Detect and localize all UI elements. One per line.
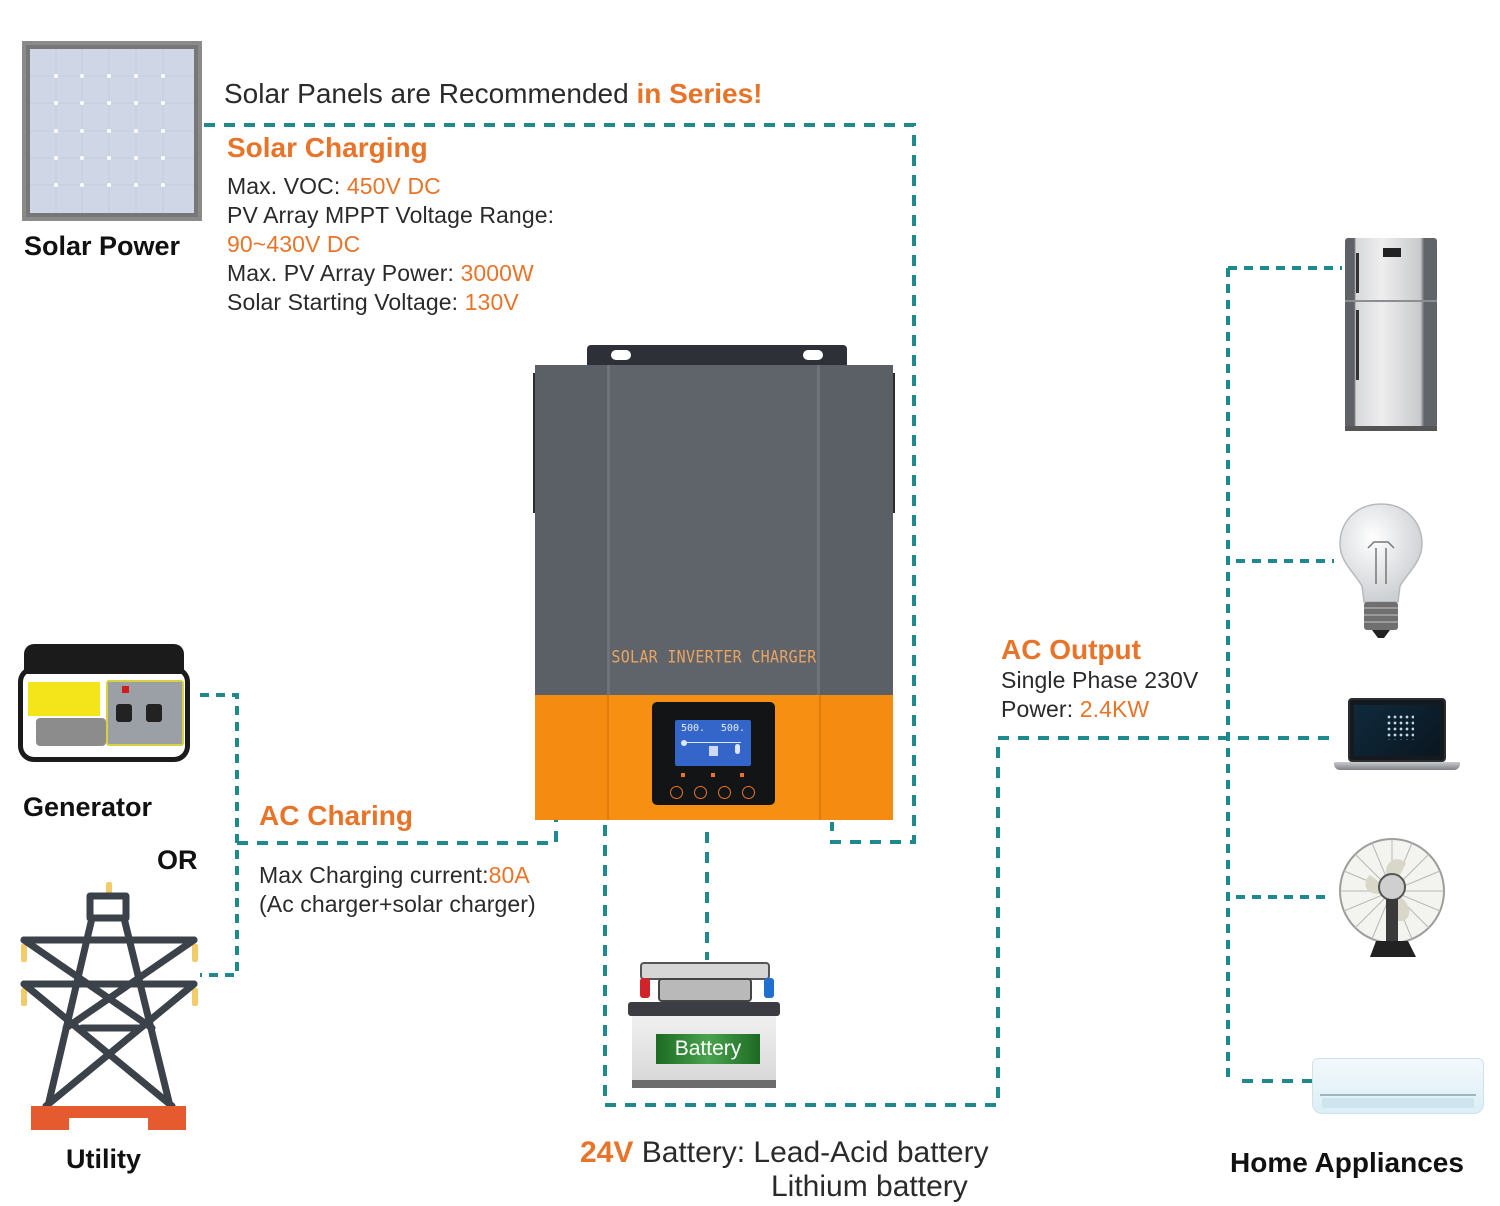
down-button[interactable] [718, 786, 731, 799]
ac-output-specs: Single Phase 230V Power: 2.4KW [1001, 666, 1198, 724]
refrigerator-icon [1345, 238, 1437, 431]
bracket-hole-left [611, 350, 631, 360]
generator-connector [200, 693, 239, 977]
laptop-icon [1334, 698, 1462, 774]
ac-charging-title: AC Charing [259, 800, 413, 831]
ac-output-title: AC Output [1001, 634, 1141, 665]
bracket-hole-right [803, 350, 823, 360]
battery-type-line2: Lithium battery [771, 1170, 968, 1203]
light-bulb-icon [1339, 503, 1423, 638]
inverter-brand-text: SOLAR INVERTER CHARGER [611, 647, 817, 667]
control-panel: 500. 500. [652, 702, 775, 805]
solar-connector [204, 123, 916, 844]
spec-phase: Single Phase 230V [1001, 667, 1199, 693]
spec-power: Power: 2.4KW [1001, 696, 1150, 722]
ac-charging-specs: Max Charging current:80A (Ac charger+sol… [259, 861, 536, 919]
fan-icon [1339, 838, 1445, 957]
enter-button[interactable] [742, 786, 755, 799]
spec-starting-voltage: Solar Starting Voltage: 130V [227, 289, 519, 315]
solar-charging-title: Solar Charging [227, 132, 428, 163]
battery-spec: 24V Battery: Lead-Acid battery [580, 1136, 989, 1170]
solar-power-label: Solar Power [24, 231, 181, 261]
spec-max-charging-current: Max Charging current:80A [259, 862, 530, 888]
air-conditioner-icon [1312, 1058, 1484, 1114]
generator-icon [16, 644, 192, 772]
esc-button[interactable] [670, 786, 683, 799]
solar-specs: Max. VOC: 450V DC PV Array MPPT Voltage … [227, 172, 554, 317]
lcd-right-reading: 500. [720, 723, 745, 734]
recommendation-text: Solar Panels are Recommended [224, 78, 637, 109]
utility-tower-icon [20, 882, 198, 1130]
spec-max-pv-power: Max. PV Array Power: 3000W [227, 260, 534, 286]
spec-mppt-range: PV Array MPPT Voltage Range: [227, 202, 555, 228]
inverter-orange-base: 500. 500. [535, 695, 893, 820]
inverter-device: SOLAR INVERTER CHARGER 500. 500. [533, 345, 895, 820]
generator-label: Generator [23, 792, 153, 822]
series-recommendation: Solar Panels are Recommended in Series! [224, 78, 763, 110]
recommendation-highlight: in Series! [636, 78, 763, 109]
battery-icon: Battery [628, 962, 780, 1088]
inverter-gray-body: SOLAR INVERTER CHARGER [535, 365, 893, 695]
solar-panel-icon [22, 41, 202, 221]
spec-charging-note: (Ac charger+solar charger) [259, 891, 536, 917]
up-button[interactable] [694, 786, 707, 799]
spec-mppt-value: 90~430V DC [227, 231, 361, 257]
battery-connector [603, 736, 1330, 1107]
ac-charging-connector [237, 820, 558, 845]
battery-badge: Battery [656, 1034, 760, 1064]
battery-type-label: Battery: Lead-Acid battery [633, 1136, 989, 1169]
home-appliances-label: Home Appliances [1230, 1147, 1464, 1178]
lcd-left-reading: 500. [681, 723, 706, 734]
or-label: OR [157, 845, 198, 875]
utility-label: Utility [66, 1144, 142, 1174]
lcd-screen: 500. 500. [675, 720, 751, 766]
spec-max-voc: Max. VOC: 450V DC [227, 173, 441, 199]
battery-voltage: 24V [580, 1136, 634, 1169]
